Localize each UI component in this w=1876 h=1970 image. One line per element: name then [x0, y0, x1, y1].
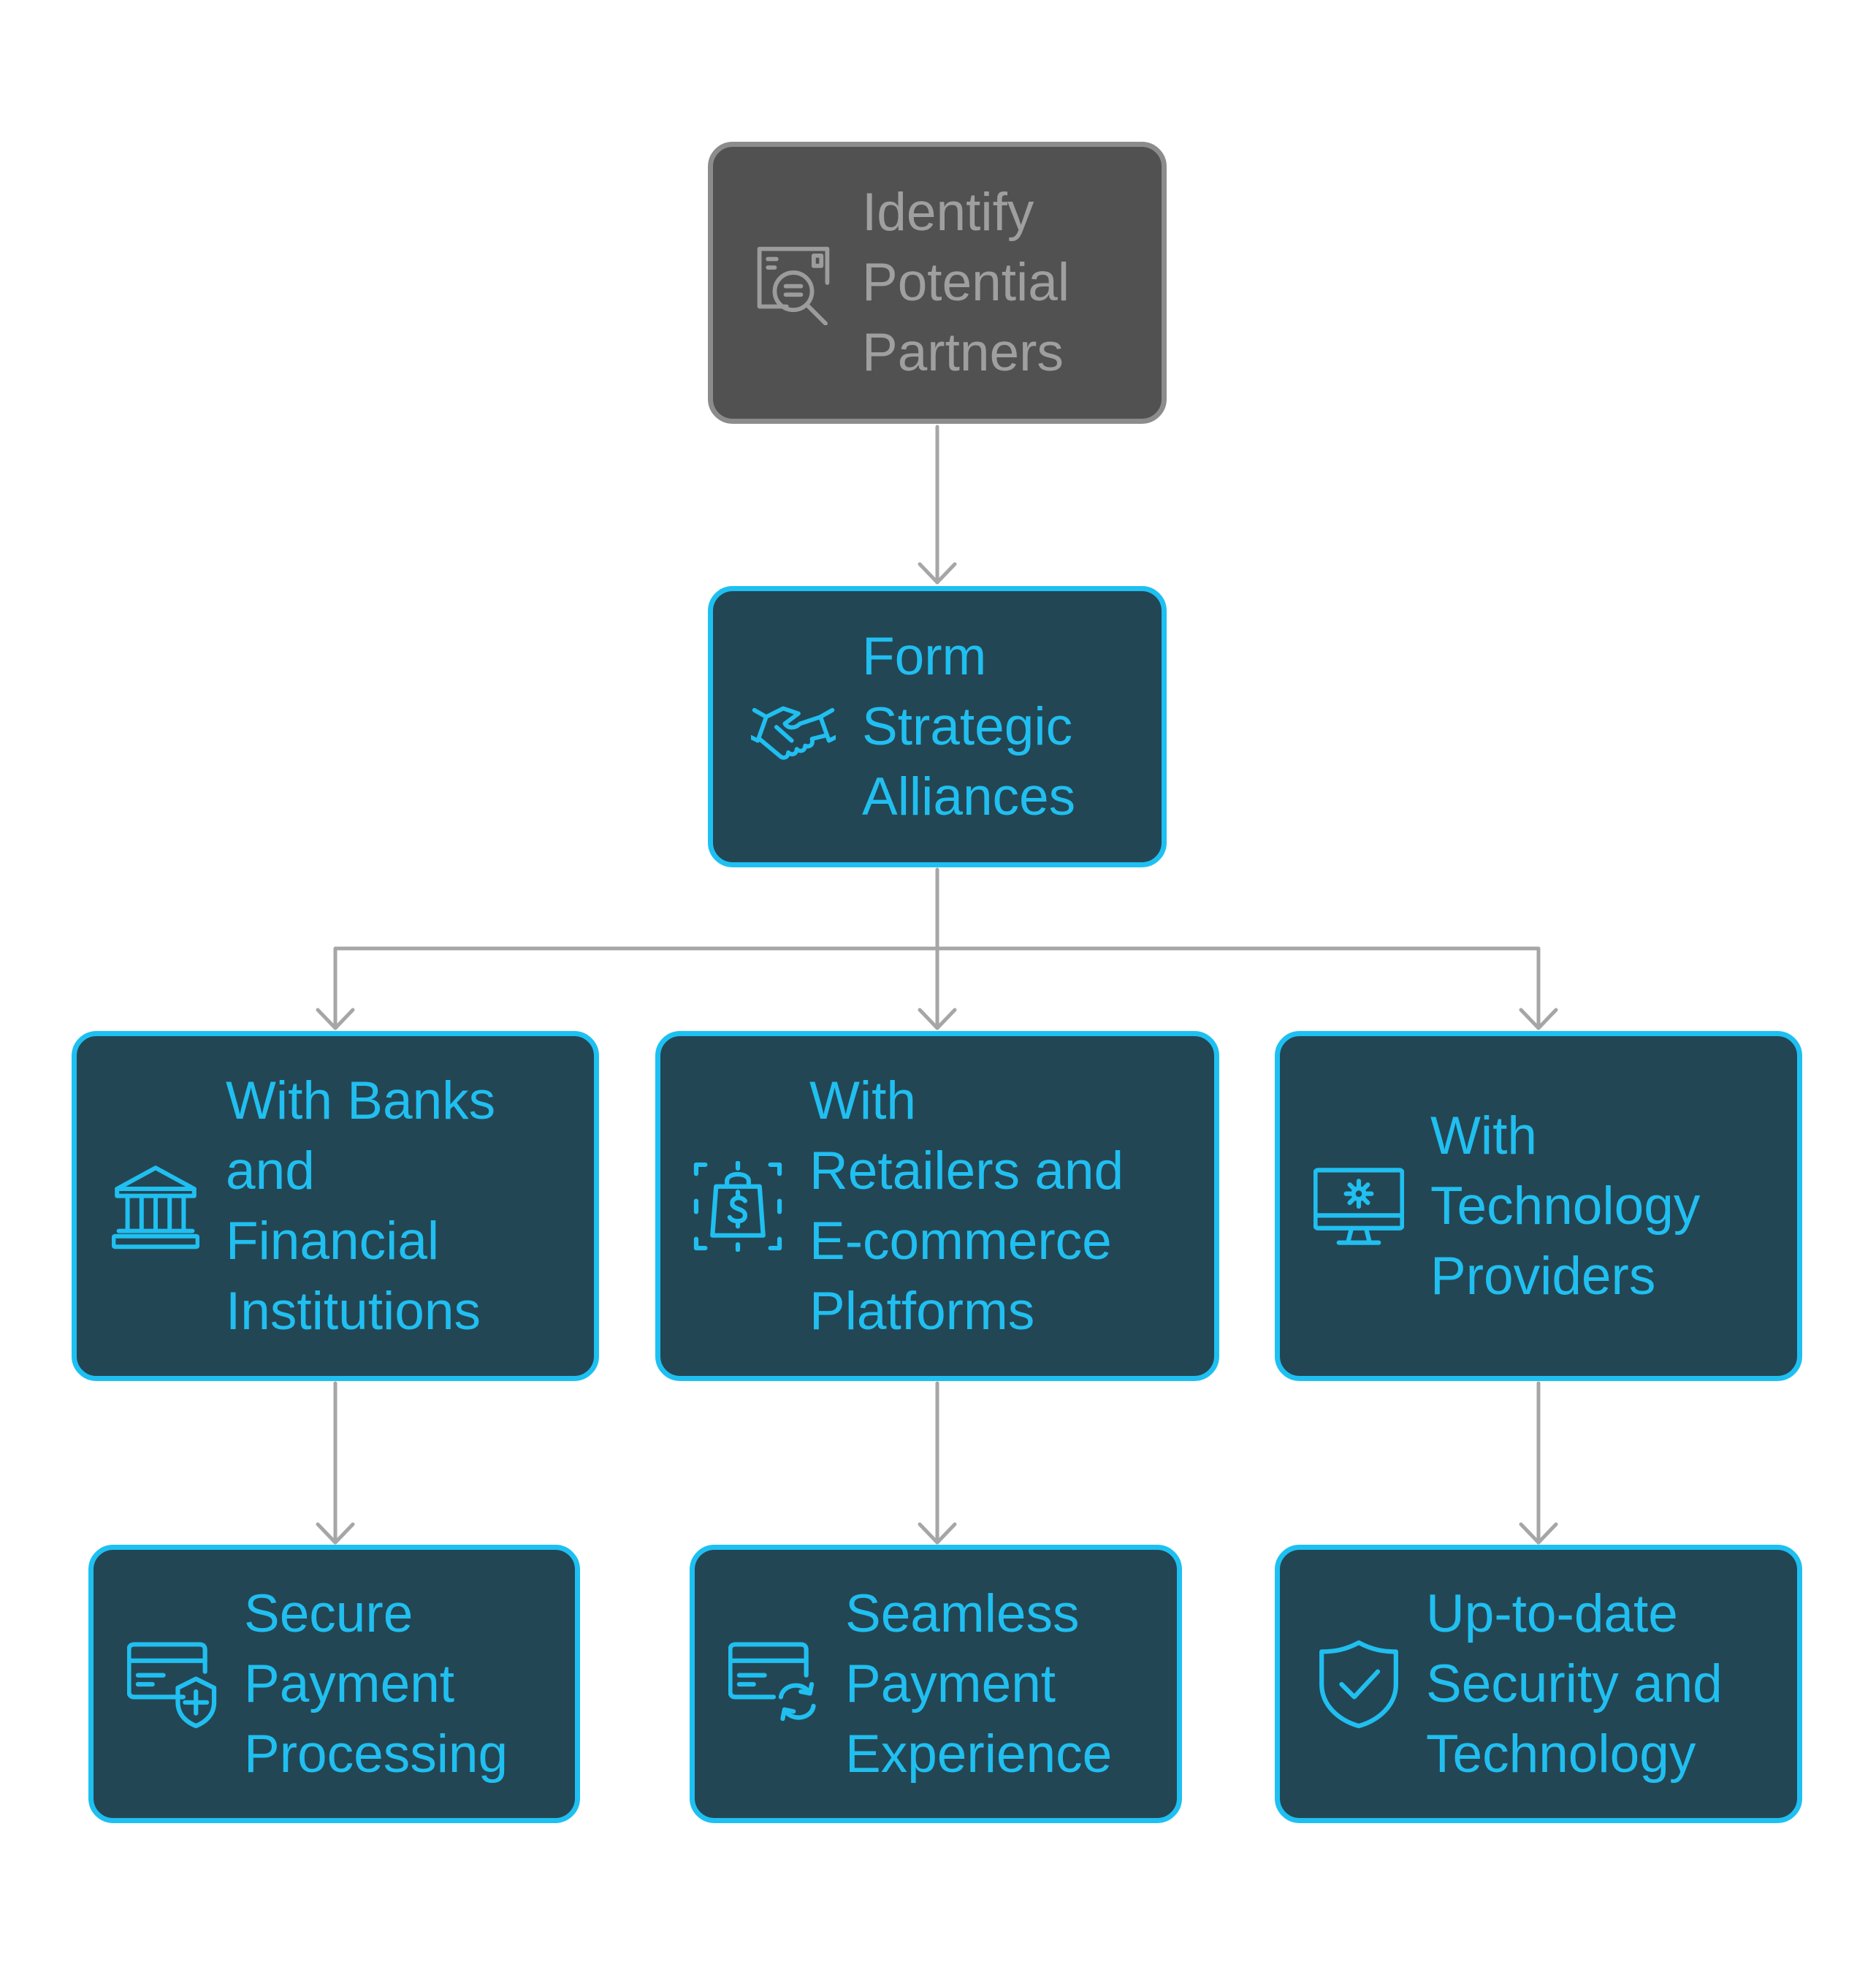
arrowhead-technology	[1519, 1008, 1558, 1030]
card-refresh-icon	[728, 1639, 819, 1730]
arrowhead-banks	[316, 1008, 355, 1030]
node-label: With Retailers and E-commerce Platforms	[809, 1070, 1124, 1341]
bank-icon	[112, 1163, 199, 1250]
arrowhead-uptodate	[1519, 1522, 1558, 1545]
monitor-gear-icon	[1313, 1161, 1404, 1252]
arrowhead-seamless	[918, 1522, 957, 1545]
shopping-bag-dollar-icon	[693, 1160, 783, 1252]
node-label: Up-to-date Security and Technology	[1426, 1583, 1723, 1784]
node-technology: With Technology Providers	[1275, 1031, 1802, 1381]
shield-check-icon	[1318, 1639, 1400, 1730]
node-retailers: With Retailers and E-commerce Platforms	[655, 1031, 1219, 1381]
node-security-technology: Up-to-date Security and Technology	[1275, 1545, 1802, 1823]
document-search-icon	[751, 240, 836, 325]
node-banks: With Banks and Financial Institutions	[72, 1031, 599, 1381]
node-form-alliances: Form Strategic Alliances	[708, 586, 1167, 867]
node-label: With Banks and Financial Institutions	[226, 1070, 496, 1341]
node-label: Identify Potential Partners	[862, 183, 1070, 382]
node-label: With Technology Providers	[1430, 1106, 1701, 1306]
arrowhead-alliances	[918, 562, 957, 585]
node-seamless-payment: Seamless Payment Experience	[690, 1545, 1182, 1823]
edge-alliances-branches	[333, 867, 1541, 1030]
node-identify-partners: Identify Potential Partners	[708, 142, 1167, 424]
card-shield-icon	[127, 1639, 218, 1730]
node-label: Form Strategic Alliances	[862, 626, 1076, 826]
arrowhead-secure	[316, 1522, 355, 1545]
node-label: Secure Payment Processing	[244, 1583, 508, 1784]
node-secure-payment: Secure Payment Processing	[88, 1545, 580, 1823]
arrowhead-retailers	[918, 1008, 957, 1030]
node-label: Seamless Payment Experience	[845, 1583, 1113, 1784]
handshake-icon	[751, 685, 836, 769]
